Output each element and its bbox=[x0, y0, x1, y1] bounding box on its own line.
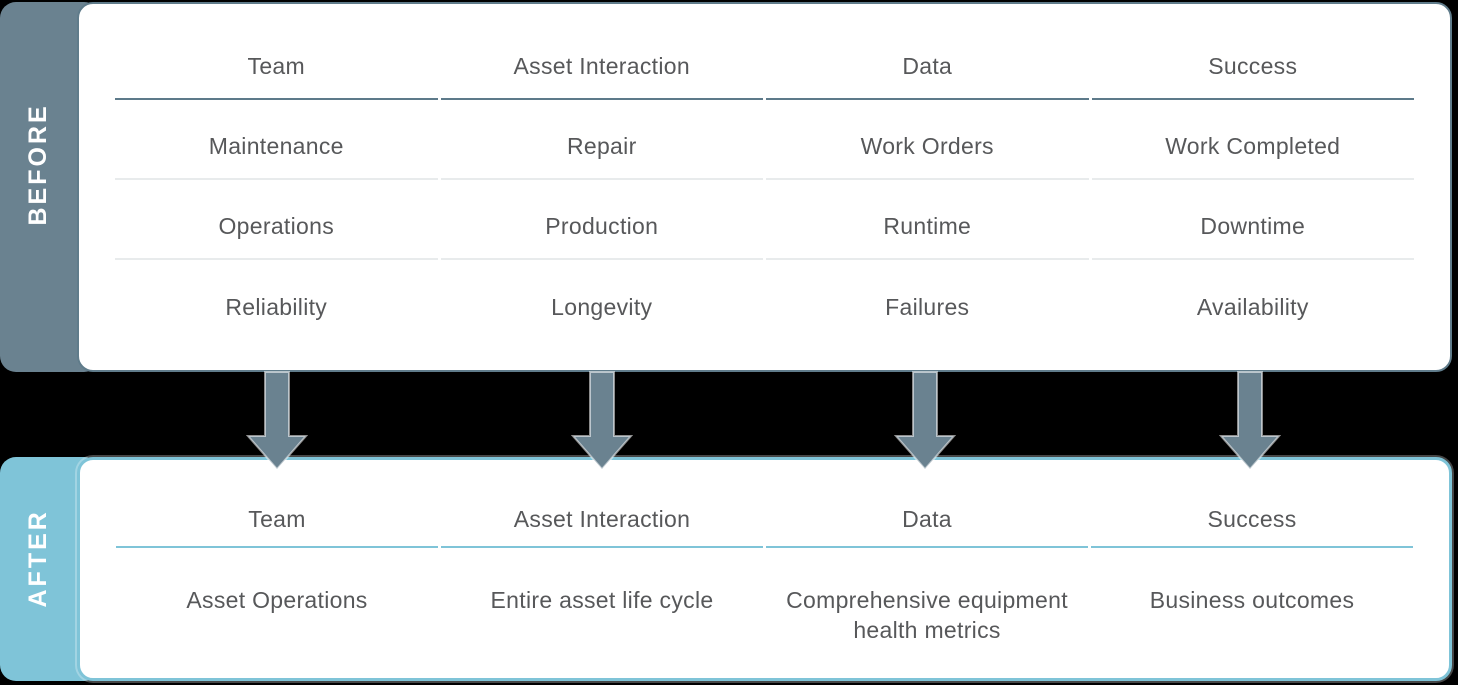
table-cell: Operations bbox=[115, 180, 438, 260]
column-header-asset-interaction: Asset Interaction bbox=[441, 460, 763, 548]
before-table: Team Asset Interaction Data Success Main… bbox=[79, 4, 1450, 370]
column-header-success: Success bbox=[1091, 4, 1414, 100]
column-header-team: Team bbox=[116, 460, 438, 548]
column-header-data: Data bbox=[766, 4, 1089, 100]
table-cell: Reliability bbox=[225, 293, 328, 320]
table-cell: Work Orders bbox=[766, 100, 1089, 180]
before-section: BEFORE Team Asset Interaction Data Succe… bbox=[0, 2, 1452, 372]
table-cell: Longevity bbox=[551, 293, 653, 320]
table-cell: Asset Operations bbox=[186, 587, 368, 613]
before-label: BEFORE bbox=[24, 103, 52, 226]
table-cell: Work Completed bbox=[1091, 100, 1414, 180]
after-table: Team Asset Interaction Data Success Asse… bbox=[80, 460, 1449, 678]
table-cell: Runtime bbox=[766, 180, 1089, 260]
arrow-down-icon bbox=[1219, 371, 1281, 471]
arrow-down-icon bbox=[894, 371, 956, 471]
table-cell: Comprehensive equipment health metrics bbox=[786, 587, 1068, 643]
table-cell: Production bbox=[440, 180, 763, 260]
table-cell: Availability bbox=[1196, 293, 1309, 320]
after-label: AFTER bbox=[24, 509, 52, 608]
column-header-data: Data bbox=[766, 460, 1088, 548]
column-header-success: Success bbox=[1091, 460, 1413, 548]
arrow-down-icon bbox=[571, 371, 633, 471]
table-cell: Downtime bbox=[1091, 180, 1414, 260]
table-cell: Entire asset life cycle bbox=[490, 587, 714, 613]
after-section: AFTER Team Asset Interaction Data Succes… bbox=[0, 457, 1452, 681]
column-header-team: Team bbox=[115, 4, 438, 100]
after-card: Team Asset Interaction Data Success Asse… bbox=[77, 457, 1452, 681]
table-cell: Failures bbox=[885, 293, 970, 320]
table-cell: Maintenance bbox=[115, 100, 438, 180]
column-header-asset-interaction: Asset Interaction bbox=[440, 4, 763, 100]
arrow-down-icon bbox=[246, 371, 308, 471]
before-card: Team Asset Interaction Data Success Main… bbox=[77, 2, 1452, 372]
table-cell: Repair bbox=[440, 100, 763, 180]
table-cell: Business outcomes bbox=[1149, 587, 1355, 613]
